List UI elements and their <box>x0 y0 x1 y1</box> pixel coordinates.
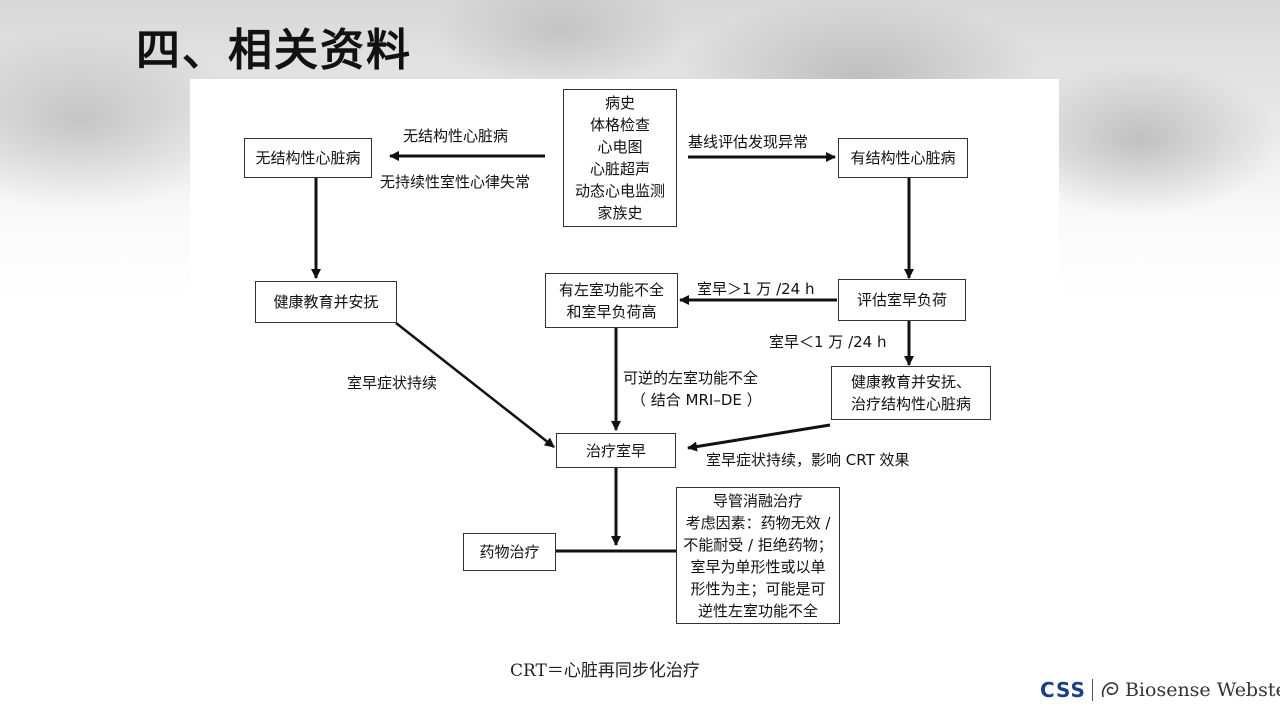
node-line: 不能耐受 / 拒绝药物； <box>683 535 833 554</box>
arrow-health-edu-to-treat-pvc <box>395 322 555 448</box>
arrow-health-edu-right-to-treat-pvc <box>687 423 831 452</box>
node-health-education-left: 健康教育并安抚 <box>255 281 397 323</box>
node-drug-therapy: 药物治疗 <box>463 533 556 571</box>
logo-css-text: CSS <box>1040 678 1086 702</box>
node-structural-heart-disease: 有结构性心脏病 <box>838 138 968 178</box>
node-line: 病史 <box>604 94 635 112</box>
node-line: 评估室早负荷 <box>856 291 947 309</box>
node-no-structural-heart-disease: 无结构性心脏病 <box>244 138 372 178</box>
flowchart-connectors <box>311 151 914 553</box>
edge-label-burden-low: 室早＜1 万 /24 h <box>769 333 887 351</box>
node-line: 和室早负荷高 <box>566 302 657 321</box>
node-lv-dysfunction-high-burden: 有左室功能不全 和室早负荷高 <box>545 273 678 328</box>
node-treat-pvc: 治疗室早 <box>556 433 676 468</box>
brand-logo: CSS Biosense Webster. <box>1040 672 1280 708</box>
edge-label-baseline-abnormal: 基线评估发现异常 <box>688 133 809 151</box>
node-catheter-ablation: 导管消融治疗 考虑因素：药物无效 / 不能耐受 / 拒绝药物； 室早为单形性或以… <box>676 487 840 624</box>
edge-label-reversible-lv-1: 可逆的左室功能不全 <box>623 369 759 387</box>
edge-label-burden-high: 室早＞1 万 /24 h <box>697 280 815 298</box>
edge-label-left-symptoms: 室早症状持续 <box>347 374 438 392</box>
node-line: 有结构性心脏病 <box>850 149 956 167</box>
slide-title: 四、相关资料 <box>136 25 412 76</box>
node-line: 考虑因素：药物无效 / <box>685 513 831 532</box>
node-line: 无结构性心脏病 <box>255 149 361 167</box>
node-health-education-right: 健康教育并安抚、 治疗结构性心脏病 <box>831 366 991 420</box>
footnote-crt: CRT＝心脏再同步化治疗 <box>510 661 700 681</box>
node-line: 药物治疗 <box>479 543 540 561</box>
node-line: 体格检查 <box>589 116 650 134</box>
node-line: 家族史 <box>597 204 643 222</box>
node-assess-pvc-burden: 评估室早负荷 <box>838 279 966 321</box>
node-line: 导管消融治疗 <box>712 491 803 510</box>
logo-biosense-text: Biosense Webster. <box>1124 679 1280 701</box>
node-line: 治疗结构性心脏病 <box>850 395 971 413</box>
node-baseline-assessment: 病史 体格检查 心电图 心脏超声 动态心电监测 家族史 <box>563 89 677 227</box>
edge-label-no-structural-top: 无结构性心脏病 <box>403 127 509 145</box>
edge-label-reversible-lv-2: （ 结合 MRI–DE ） <box>631 391 762 409</box>
flowchart-figure: 病史 体格检查 心电图 心脏超声 动态心电监测 家族史 无结构性心脏病 有结构性… <box>190 79 1059 720</box>
node-line: 健康教育并安抚、 <box>850 373 971 391</box>
edge-label-no-structural-bottom: 无持续性室性心律失常 <box>380 173 531 191</box>
node-line: 治疗室早 <box>585 441 646 460</box>
node-line: 有左室功能不全 <box>558 280 664 299</box>
node-line: 心电图 <box>597 138 643 156</box>
node-line: 室早为单形性或以单 <box>690 557 826 576</box>
biosense-mark-icon <box>1101 682 1119 698</box>
node-line: 心脏超声 <box>589 160 650 178</box>
node-line: 逆性左室功能不全 <box>697 601 818 620</box>
node-line: 形性为主；可能是可 <box>690 579 826 598</box>
node-line: 健康教育并安抚 <box>273 293 379 311</box>
node-line: 动态心电监测 <box>574 182 665 200</box>
logo-divider <box>1091 679 1093 701</box>
edge-label-right-symptoms: 室早症状持续，影响 CRT 效果 <box>706 451 910 469</box>
